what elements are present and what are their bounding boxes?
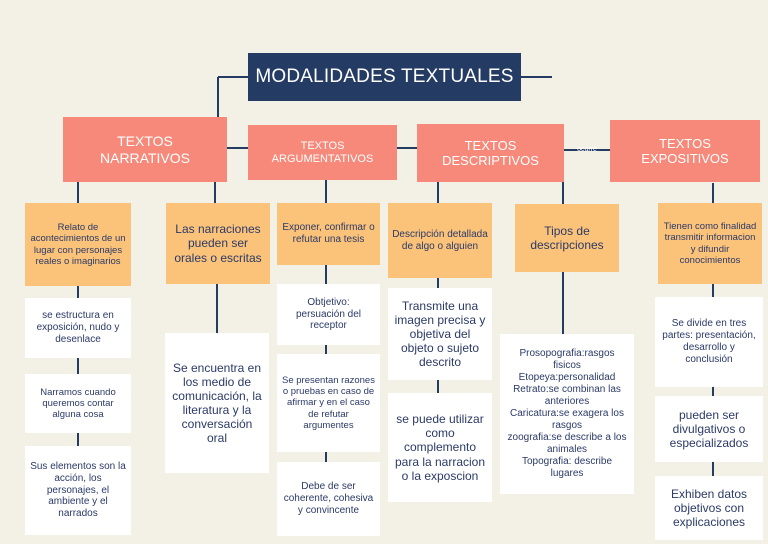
narrativos-orales-escritas: Las narraciones pueden ser orales o escr… <box>166 203 270 284</box>
argumentativos-coherente: Debe de ser coherente, cohesiva y convin… <box>277 462 380 536</box>
argumentativos-definicion: Exponer, confirmar o refutar una tesis <box>277 203 380 265</box>
narrativos-elementos: Sus elementos son la acción, los persona… <box>25 446 131 535</box>
descriptivos-transmite: Transmite una imagen precisa y objetiva … <box>388 288 492 380</box>
header-textos-argumentativos: TEXTOS ARGUMENTATIVOS <box>248 125 397 180</box>
descriptivos-complemento: se puede utilizar como complemento para … <box>388 393 492 502</box>
header-textos-descriptivos: TEXTOS DESCRIPTIVOS <box>417 124 564 182</box>
header-textos-expositivos: TEXTOS EXPOSITIVOS <box>610 120 760 182</box>
descriptivos-definicion: Descripción detallada de algo o alguien <box>388 203 492 278</box>
argumentativos-razones: Se presentan razones o pruebas en caso d… <box>277 354 380 452</box>
main-title: MODALIDADES TEXTUALES <box>248 53 521 101</box>
narrativos-estructura: se estructura en exposición, nudo y dese… <box>25 298 131 358</box>
side-mark: ocurre <box>577 145 597 153</box>
descriptivos-tipos: Tipos de descripciones <box>515 204 619 272</box>
expositivos-divulgativos: pueden ser divulgativos o especializados <box>655 396 763 462</box>
expositivos-datos: Exhiben datos objetivos con explicacione… <box>655 476 763 540</box>
expositivos-partes: Se divide en tres partes: presentación, … <box>655 297 763 387</box>
header-textos-narrativos: TEXTOS NARRATIVOS <box>63 117 227 182</box>
argumentativos-objetivo: Obtjetivo: persuación del receptor <box>277 284 380 345</box>
narrativos-medios: Se encuentra en los medio de comunicació… <box>165 333 269 473</box>
narrativos-narramos: Narramos cuando queremos contar alguna c… <box>25 374 131 433</box>
narrativos-definicion: Relato de acontecimientos de un lugar co… <box>25 203 131 286</box>
expositivos-definicion: Tienen como finalidad transmitir informa… <box>658 203 762 284</box>
descriptivos-tipos-lista: Prosopografia:rasgos fisicos Etopeya:per… <box>500 334 634 494</box>
